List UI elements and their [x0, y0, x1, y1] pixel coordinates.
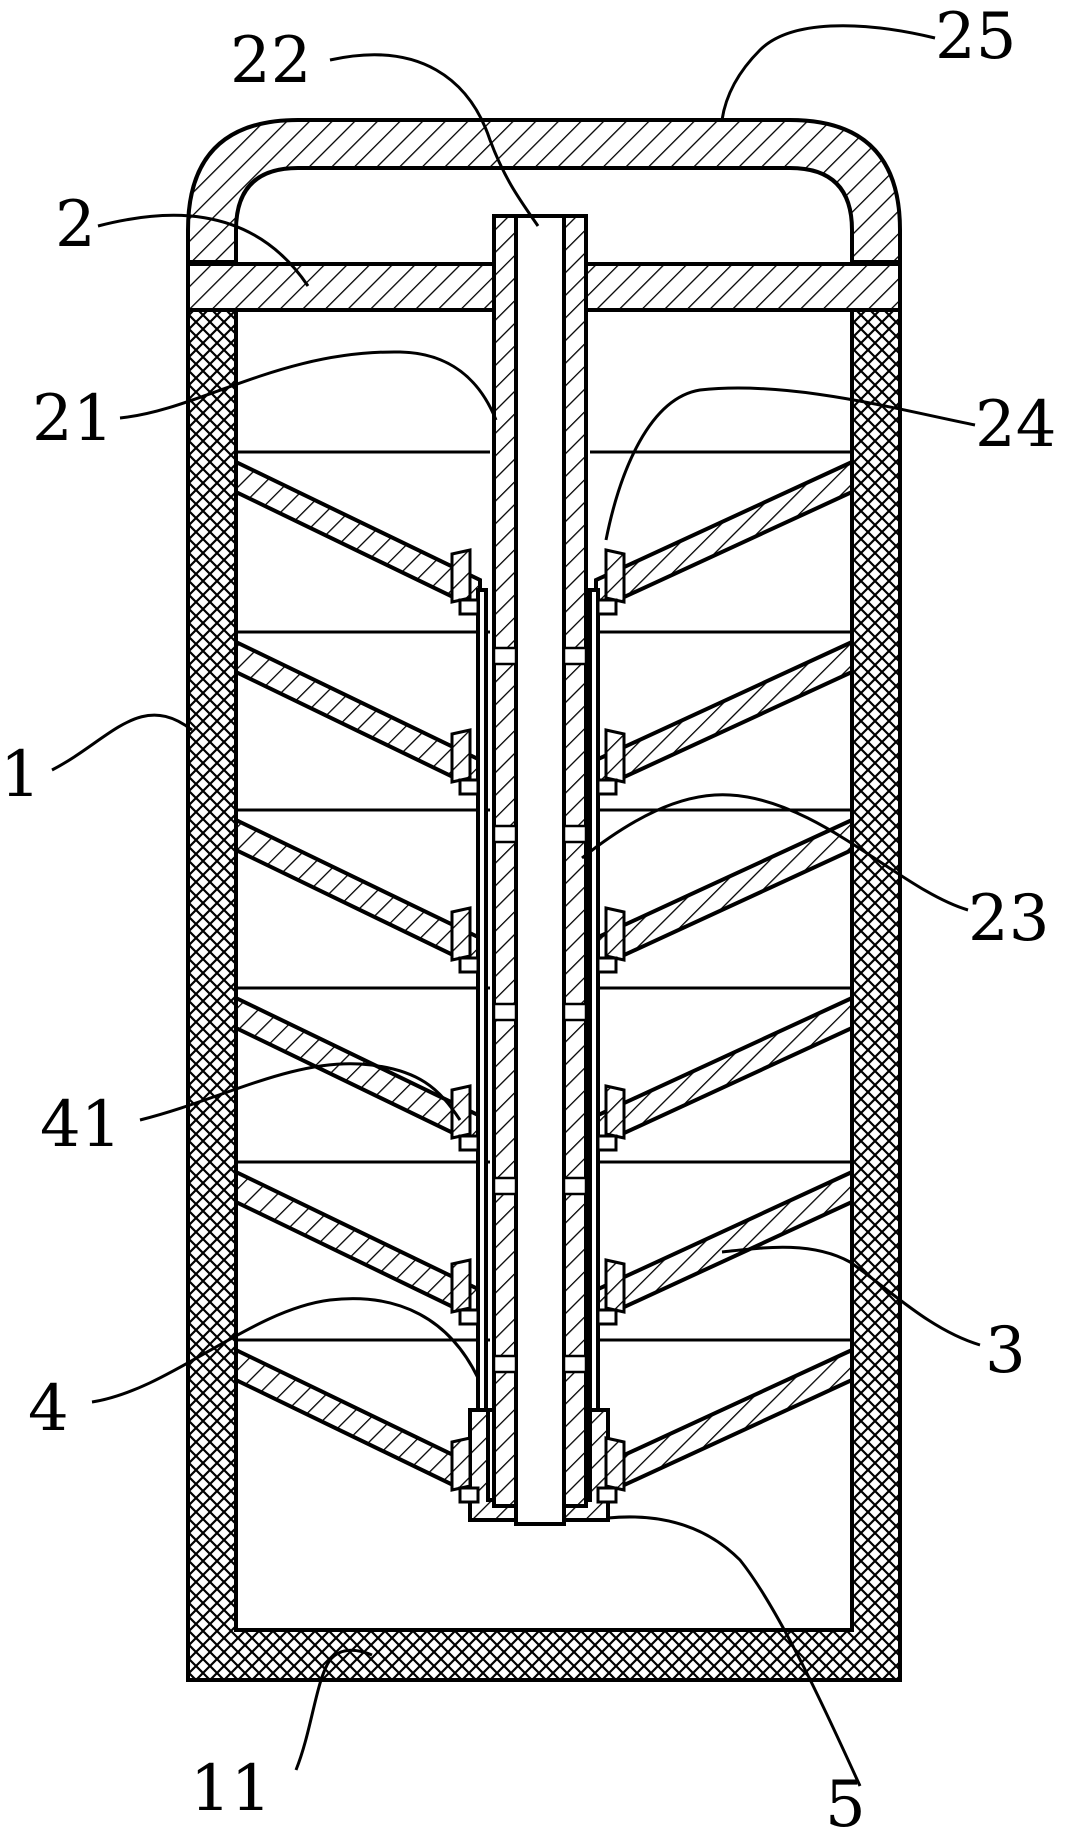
collar-left	[450, 1436, 472, 1492]
collar-right	[604, 728, 626, 784]
collar-lip-left	[458, 1308, 480, 1326]
leader-23	[581, 793, 969, 912]
leader-11	[294, 1648, 373, 1771]
radial-hole-right	[562, 1176, 588, 1196]
label-24: 24	[975, 388, 1056, 462]
holes-23	[492, 646, 588, 1374]
fin-left	[234, 1346, 482, 1502]
fin-right	[594, 638, 854, 794]
radial-hole-right	[562, 1002, 588, 1022]
radial-hole-right	[562, 646, 588, 666]
radial-hole-right	[562, 1354, 588, 1374]
collar-left	[450, 548, 472, 604]
collar-lip-right	[596, 778, 618, 796]
radial-hole-left	[492, 1176, 518, 1196]
radial-hole-left	[492, 1002, 518, 1022]
label-41: 41	[40, 1088, 121, 1162]
leader-21	[119, 350, 498, 421]
radial-hole-left	[492, 1354, 518, 1374]
label-25: 25	[935, 0, 1016, 74]
label-22: 22	[230, 24, 311, 98]
cap-25	[186, 118, 902, 264]
fin-right	[594, 1346, 854, 1502]
collar-left	[450, 1084, 472, 1140]
collars-24	[450, 548, 626, 1504]
collar-lip-right	[596, 1134, 618, 1152]
collar-left	[450, 728, 472, 784]
collar-lip-left	[458, 1134, 480, 1152]
label-23: 23	[968, 882, 1049, 956]
leader-4	[91, 1297, 480, 1404]
collar-right	[604, 906, 626, 962]
leader-1	[51, 713, 193, 772]
shaft-bore-22	[514, 214, 566, 1526]
radial-hole-right	[562, 824, 588, 844]
leader-lines	[51, 24, 981, 1787]
collar-right	[604, 1084, 626, 1140]
fin-right	[594, 1168, 854, 1324]
leader-2	[97, 213, 310, 287]
fin-left	[234, 458, 482, 614]
collar-lip-left	[458, 598, 480, 616]
collar-lip-right	[596, 956, 618, 974]
collar-lip-right	[596, 1486, 618, 1504]
collar-right	[604, 548, 626, 604]
label-3: 3	[985, 1314, 1026, 1388]
label-21: 21	[32, 382, 113, 456]
radial-hole-left	[492, 824, 518, 844]
tray-lines	[236, 450, 852, 1342]
collar-right	[604, 1436, 626, 1492]
collar-left	[450, 906, 472, 962]
label-2: 2	[55, 188, 96, 262]
collar-right	[604, 1258, 626, 1314]
leader-22	[329, 53, 540, 227]
fin-left	[234, 816, 482, 972]
fin-right	[594, 816, 854, 972]
leader-3	[721, 1245, 981, 1347]
collar-lip-left	[458, 956, 480, 974]
leader-24	[604, 386, 976, 541]
fin-left	[234, 994, 482, 1150]
fin-left	[234, 638, 482, 794]
fin-right	[594, 458, 854, 614]
collar-lip-right	[596, 598, 618, 616]
label-4: 4	[28, 1372, 69, 1446]
collar-left	[450, 1258, 472, 1314]
collar-lip-right	[596, 1308, 618, 1326]
radial-hole-left	[492, 646, 518, 666]
label-5: 5	[825, 1768, 866, 1838]
label-11: 11	[190, 1752, 271, 1826]
collar-lip-left	[458, 1486, 480, 1504]
leader-41	[139, 1062, 462, 1122]
fin-right	[594, 994, 854, 1150]
fins-3	[234, 458, 854, 1502]
label-1: 1	[0, 738, 41, 812]
collar-lip-left	[458, 778, 480, 796]
leader-5	[607, 1515, 862, 1787]
leader-25	[720, 24, 936, 121]
